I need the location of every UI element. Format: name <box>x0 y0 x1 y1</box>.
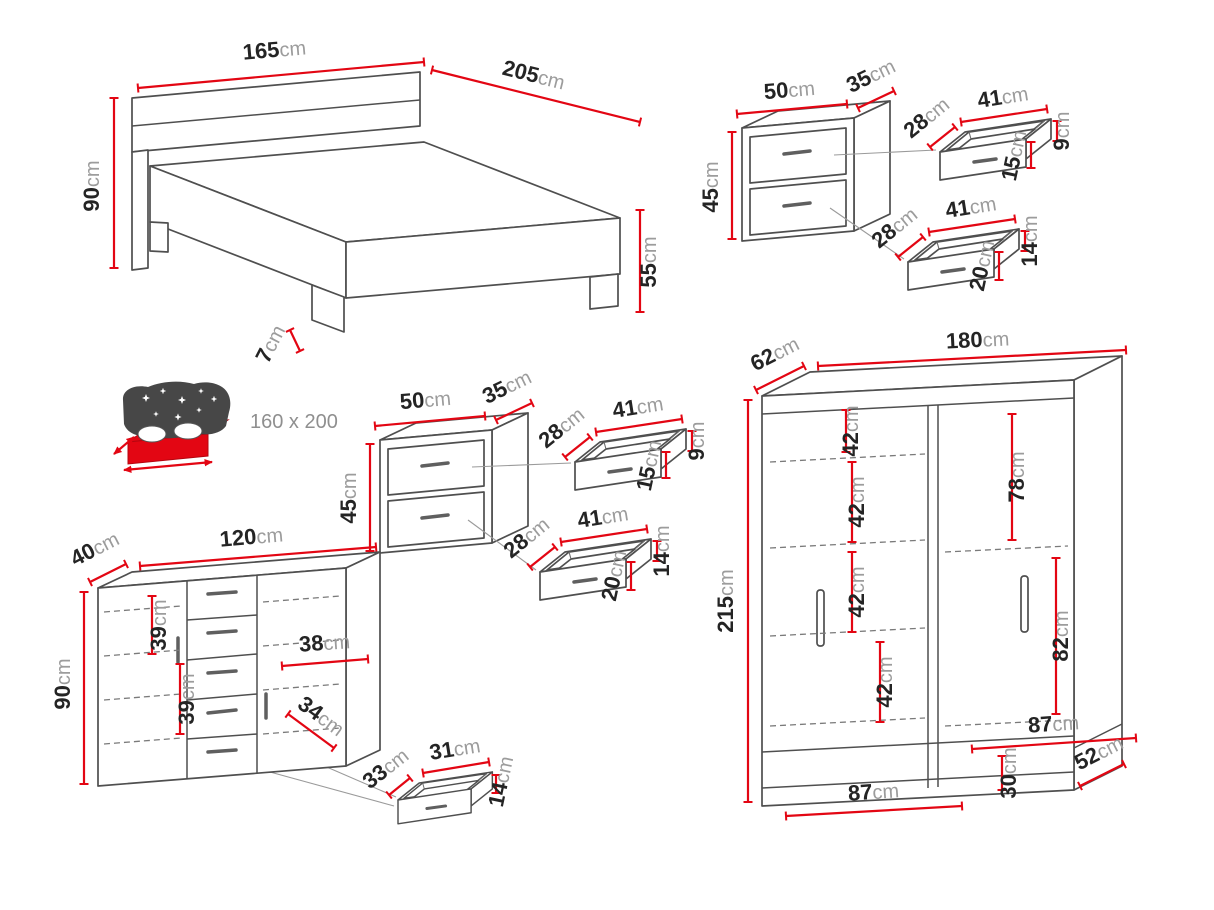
dim-line <box>784 801 964 821</box>
wardrobe-depth-label: 62cm <box>746 331 803 376</box>
nightstand2-width-label: 50cm <box>399 385 452 414</box>
dim-line <box>735 99 849 119</box>
dim-line <box>753 361 807 395</box>
mattress-size-label: 160 x 200 <box>250 411 338 433</box>
dim-line <box>959 104 1049 127</box>
bed-foot-panel <box>345 217 621 299</box>
nightstand2-height-label: 45cm <box>336 472 361 523</box>
dim-line <box>280 654 370 671</box>
wardrobe-front <box>761 379 1075 807</box>
drawer-d-width-label: 41cm <box>576 500 630 533</box>
nightstand1-depth-label: 35cm <box>842 53 899 98</box>
nightstand2-depth-label: 35cm <box>478 364 535 409</box>
dim-line <box>594 414 684 437</box>
nightstand1-top-drawer-open <box>938 117 1053 182</box>
dresser-depth-label: 40cm <box>66 526 123 571</box>
nightstand-2 <box>378 411 530 555</box>
drawer-a-side-height-label: 9cm <box>1049 112 1074 151</box>
drawer-c-front-height-label: 15cm <box>631 438 666 493</box>
mattress-size-icon <box>113 381 231 474</box>
dresser-drawer-width-label: 31cm <box>428 732 482 765</box>
drawer-b-side-height-label: 14cm <box>1017 215 1042 266</box>
bed-leg-height-label: 7cm <box>250 321 290 367</box>
wardrobe-gap2-label: 42cm <box>844 476 869 527</box>
dresser-drawer-open <box>396 770 494 826</box>
dimension-lines <box>79 57 1138 821</box>
dim-line <box>561 432 594 462</box>
wardrobe-left-width-label: 87cm <box>847 777 900 806</box>
nightstand2-bottom-drawer-open <box>538 537 653 602</box>
dim-line <box>816 345 1128 371</box>
dresser-right-width-label: 38cm <box>298 628 351 657</box>
drawer-a-width-label: 41cm <box>976 80 1030 113</box>
wardrobe-door-handle <box>1020 575 1029 633</box>
nightstand1-height-label: 45cm <box>698 161 723 212</box>
bed-width-label: 165cm <box>242 34 307 64</box>
drawer-c-width-label: 41cm <box>611 390 665 423</box>
pillow-icon <box>173 422 203 440</box>
dresser-height-label: 90cm <box>50 658 75 709</box>
wardrobe-hanging-bottom-label: 82cm <box>1048 610 1073 661</box>
drawer-b-width-label: 41cm <box>944 190 998 223</box>
bed-leg <box>589 273 619 310</box>
dim-line <box>559 524 649 547</box>
dim-line <box>87 559 129 587</box>
dim-line <box>138 542 378 571</box>
wardrobe-right-width-label: 87cm <box>1027 709 1080 738</box>
bed-frame-height-label: 55cm <box>636 236 661 287</box>
dim-line <box>493 398 535 425</box>
dim-line <box>385 773 414 800</box>
wardrobe-width-label: 180cm <box>945 325 1010 353</box>
nightstand1-width-label: 50cm <box>763 75 816 104</box>
dim-line <box>285 327 305 354</box>
bed-height-label: 90cm <box>79 160 104 211</box>
wardrobe-gap4-label: 42cm <box>872 656 897 707</box>
dresser-drawing <box>97 551 381 787</box>
dim-line <box>429 65 643 127</box>
nightstand1-bottom-drawer-open <box>906 227 1021 292</box>
drawer-a-front-height-label: 15cm <box>996 128 1031 183</box>
dresser-drawer-height-label: 14cm <box>483 754 518 809</box>
dresser-hidden-shelves <box>103 595 341 745</box>
mattress-width-arrow <box>113 436 135 455</box>
bed-headboard-post <box>131 149 149 271</box>
wardrobe-height-label: 215cm <box>713 569 738 632</box>
wardrobe-door-handle <box>816 589 825 647</box>
wardrobe-drawing <box>761 355 1123 807</box>
bed-leg <box>311 284 345 333</box>
callout-lines <box>269 149 937 807</box>
pillow-icon <box>137 425 167 443</box>
nightstand2-top-drawer-open <box>573 427 688 492</box>
dim-line <box>421 757 491 778</box>
bed-drawing <box>131 71 621 333</box>
bed-leg <box>149 221 169 253</box>
dresser-shelf-gap-upper-label: 39cm <box>146 599 171 650</box>
dim-line <box>970 733 1138 754</box>
dresser-shelf-gap-lower-label: 39cm <box>174 673 199 724</box>
dim-line <box>284 709 338 753</box>
wardrobe-hanging-top-label: 78cm <box>1004 451 1029 502</box>
mattress-length-arrow <box>123 458 213 474</box>
dresser-front <box>97 567 347 787</box>
wardrobe-hidden-shelves <box>769 453 1069 727</box>
dresser-width-label: 120cm <box>219 521 284 551</box>
drawer-b-front-height-label: 20cm <box>964 238 999 293</box>
drawer-c-side-height-label: 9cm <box>684 422 709 461</box>
wardrobe-gap1-label: 42cm <box>838 405 863 456</box>
wardrobe-side <box>1073 355 1123 791</box>
dim-line <box>526 542 559 572</box>
wardrobe-gap3-label: 42cm <box>844 566 869 617</box>
drawer-d-side-height-label: 14cm <box>649 525 674 576</box>
dim-line <box>927 214 1017 237</box>
dim-line <box>894 232 927 262</box>
dim-line <box>136 57 426 93</box>
nightstand-1 <box>740 99 892 243</box>
drawer-d-front-height-label: 20cm <box>596 548 631 603</box>
duvet-icon <box>122 381 231 439</box>
dim-line <box>373 411 487 431</box>
dim-line <box>926 122 959 152</box>
dim-line <box>1077 759 1127 791</box>
wardrobe-plinth-label: 30cm <box>996 747 1021 798</box>
dim-line <box>855 86 897 113</box>
